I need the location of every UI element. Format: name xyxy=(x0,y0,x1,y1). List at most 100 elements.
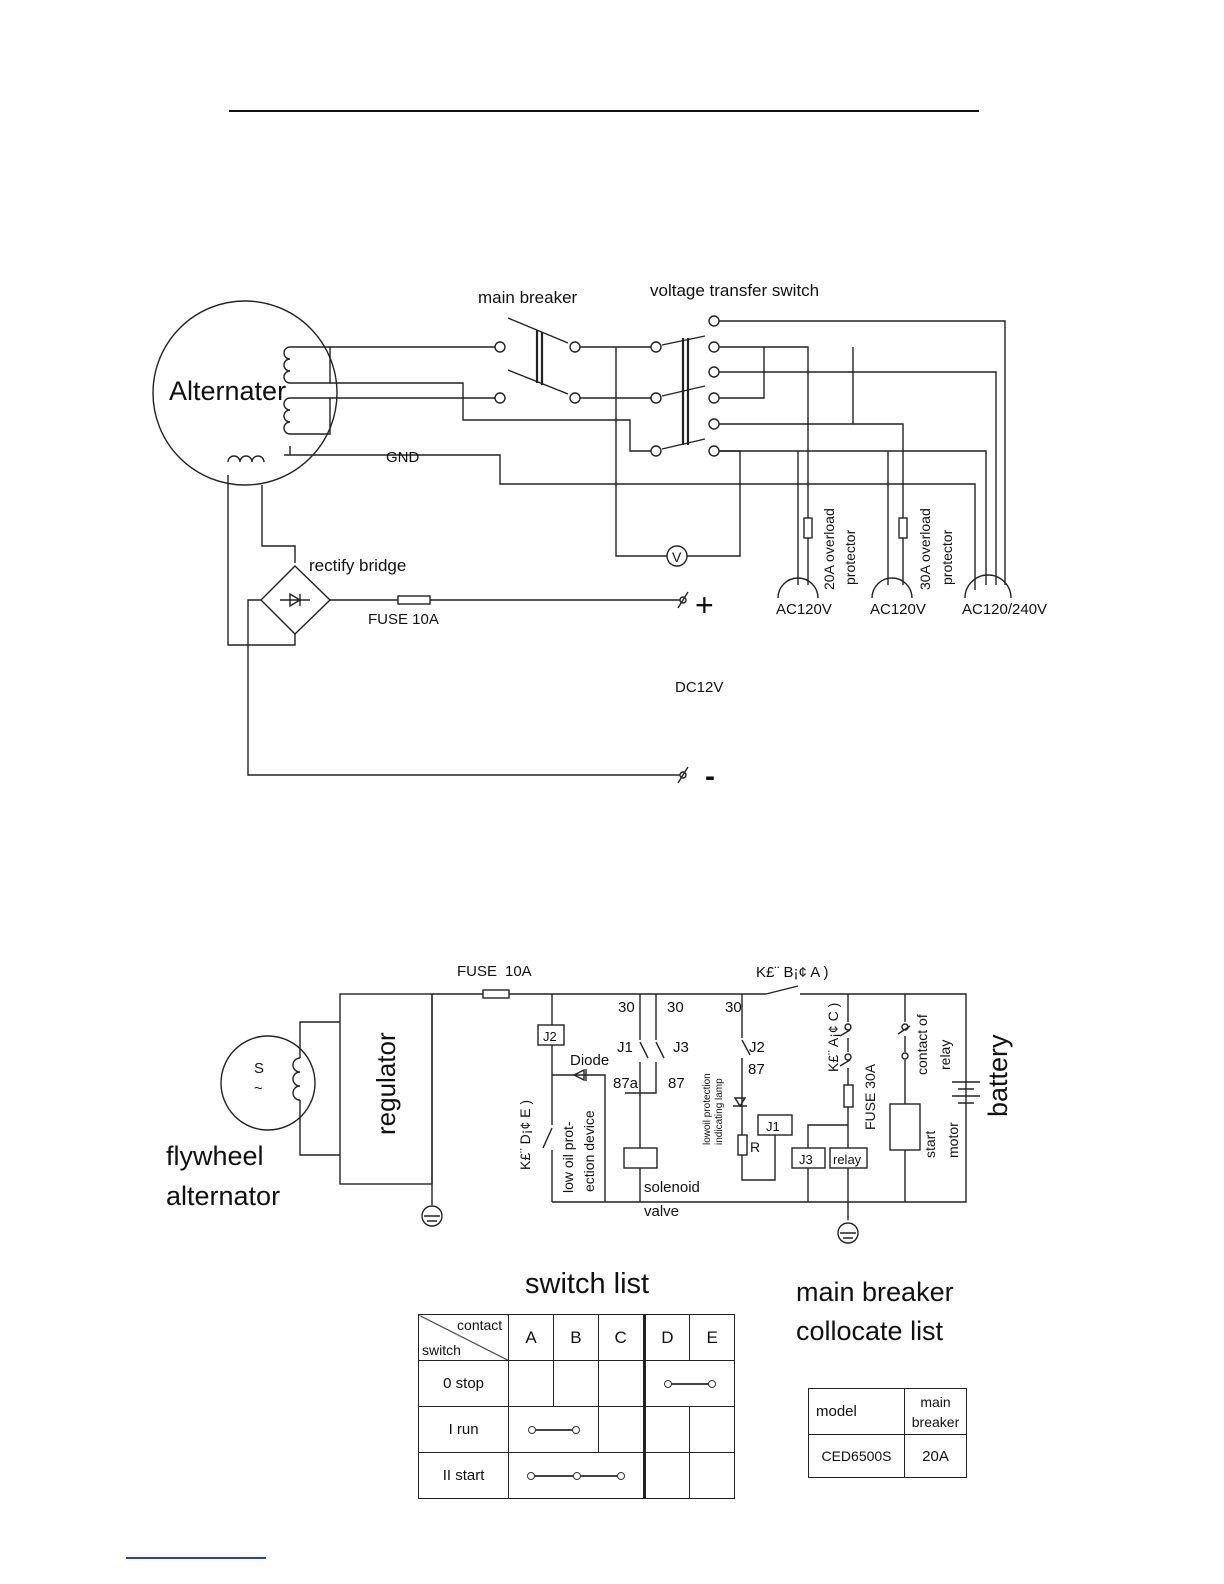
svg-text:30: 30 xyxy=(618,999,635,1016)
regulator-label: regulator xyxy=(371,1032,401,1135)
svg-text:motor: motor xyxy=(945,1122,961,1158)
row-label-start: II start xyxy=(417,1452,510,1499)
svg-text:AC120/240V: AC120/240V xyxy=(962,601,1047,618)
relay-coil-j3 xyxy=(791,1147,826,1169)
svg-text:R: R xyxy=(750,1139,760,1155)
gnd-label: GND xyxy=(386,449,420,466)
row-label-run: I run xyxy=(417,1406,510,1453)
protector-30a-label: 30A overload xyxy=(917,508,933,590)
flywheel-label: flywheel xyxy=(166,1141,264,1171)
svg-text:87a: 87a xyxy=(613,1075,639,1092)
breaker-list-title: main breaker xyxy=(796,1277,954,1307)
ground-icon-1 xyxy=(421,1205,443,1227)
start-motor xyxy=(889,1103,921,1151)
svg-text:FUSE 10A: FUSE 10A xyxy=(368,611,439,628)
switch-list-title: switch list xyxy=(525,1268,650,1300)
top-header-rule xyxy=(229,110,979,112)
generator-wiring-diagram: Alternater GND main breaker V voltage tr… xyxy=(152,281,1047,793)
switch-k-de-label: K£¨ D¡¢ E ) xyxy=(517,1100,533,1170)
relay-coil-j2 xyxy=(537,1024,565,1046)
svg-text:indicating lamp: indicating lamp xyxy=(714,1078,725,1145)
outlet-ac120v-1 xyxy=(777,577,819,599)
relay-contact-j1 xyxy=(639,1041,649,1059)
svg-text:relay: relay xyxy=(937,1040,953,1070)
column-header-b: B xyxy=(553,1314,599,1361)
flywheel-alternator-circle xyxy=(220,1035,316,1131)
svg-text:J1: J1 xyxy=(766,1119,780,1134)
svg-text:J2: J2 xyxy=(543,1029,557,1044)
start-relay xyxy=(829,1147,868,1169)
svg-text:87: 87 xyxy=(668,1075,685,1092)
svg-text:~: ~ xyxy=(254,1080,263,1097)
svg-text:J1: J1 xyxy=(617,1039,633,1056)
relay-contact-j2 xyxy=(741,1039,751,1056)
table-row: CED6500S 20A xyxy=(808,1434,967,1478)
bottom-footer-rule xyxy=(126,1557,266,1559)
contact-de-closed xyxy=(663,1380,716,1389)
breaker-list-title-2: collocate list xyxy=(796,1316,944,1346)
svg-text:FUSE 30A: FUSE 30A xyxy=(862,1063,878,1130)
fuse-30a xyxy=(843,1084,854,1108)
voltage-switch-label: voltage transfer switch xyxy=(650,281,819,300)
solenoid-label: solenoid xyxy=(644,1179,700,1196)
winding-coil-2 xyxy=(283,397,291,435)
lamp-label: lowoil protection xyxy=(702,1073,713,1145)
solenoid-valve xyxy=(623,1147,658,1169)
svg-text:J3: J3 xyxy=(673,1039,689,1056)
svg-text:AC120V: AC120V xyxy=(870,601,926,618)
svg-text:FUSE: FUSE xyxy=(457,963,497,980)
switch-k-ac-label: K£¨ A¡¢ C ) xyxy=(825,1003,841,1072)
svg-text:10A: 10A xyxy=(505,963,532,980)
svg-text:30: 30 xyxy=(725,999,742,1016)
switch-k-ba-label: K£¨ B¡¢ A ) xyxy=(756,964,829,981)
table-row: 0 stop xyxy=(417,1360,736,1407)
contact-ab-closed xyxy=(527,1426,580,1435)
outlet-ac120v-2 xyxy=(871,577,913,599)
indicator-lamp-icon xyxy=(733,1097,747,1108)
svg-text:V: V xyxy=(672,549,682,565)
overload-protector-20a xyxy=(803,517,813,539)
battery-label: battery xyxy=(983,1034,1013,1117)
main-breaker-label: main breaker xyxy=(478,288,578,307)
svg-text:protector: protector xyxy=(842,529,858,585)
fuse-10a-control xyxy=(482,989,510,999)
svg-text:relay: relay xyxy=(833,1152,862,1167)
svg-text:87: 87 xyxy=(748,1061,765,1078)
flywheel-coil xyxy=(292,1057,301,1101)
alternator-label: Alternater xyxy=(169,376,286,406)
relay-contact xyxy=(897,1025,911,1035)
header-model: model xyxy=(808,1388,905,1435)
battery-icon xyxy=(952,1081,980,1104)
regulator-box xyxy=(339,993,433,1185)
resistor-r xyxy=(737,1134,748,1156)
svg-text:AC120V: AC120V xyxy=(776,601,832,618)
dc12v-label: DC12V xyxy=(675,679,723,696)
column-header-c: C xyxy=(597,1314,646,1361)
diode-icon xyxy=(572,1068,587,1082)
relay-coil-j1 xyxy=(757,1114,793,1136)
cell-breaker-rating: 20A xyxy=(904,1434,967,1478)
table-row: II start xyxy=(417,1452,735,1499)
table-row: I run xyxy=(417,1406,735,1453)
winding-coil-1 xyxy=(283,346,291,384)
low-oil-switch xyxy=(542,1127,553,1149)
row-label-stop: 0 stop xyxy=(417,1360,510,1407)
svg-text:J3: J3 xyxy=(799,1152,813,1167)
relay-contact-j3 xyxy=(655,1041,665,1059)
svg-text:ection device: ection device xyxy=(581,1110,597,1192)
fuse-10a xyxy=(397,595,431,605)
svg-text:J2: J2 xyxy=(749,1039,765,1056)
contact-relay-label: contact of xyxy=(914,1014,930,1075)
svg-text:alternator: alternator xyxy=(166,1181,280,1211)
rectify-bridge xyxy=(260,565,332,635)
rectify-bridge-label: rectify bridge xyxy=(309,556,406,575)
switch-list-table: contact switch A B C D E 0 stop I run II… xyxy=(417,1314,736,1499)
column-header-d: D xyxy=(643,1314,691,1361)
svg-text:S: S xyxy=(254,1060,264,1077)
svg-text:30: 30 xyxy=(667,999,684,1016)
start-motor-label: start xyxy=(922,1131,938,1158)
alternator-circle xyxy=(152,300,338,486)
dc-positive-terminal: + xyxy=(695,587,714,623)
